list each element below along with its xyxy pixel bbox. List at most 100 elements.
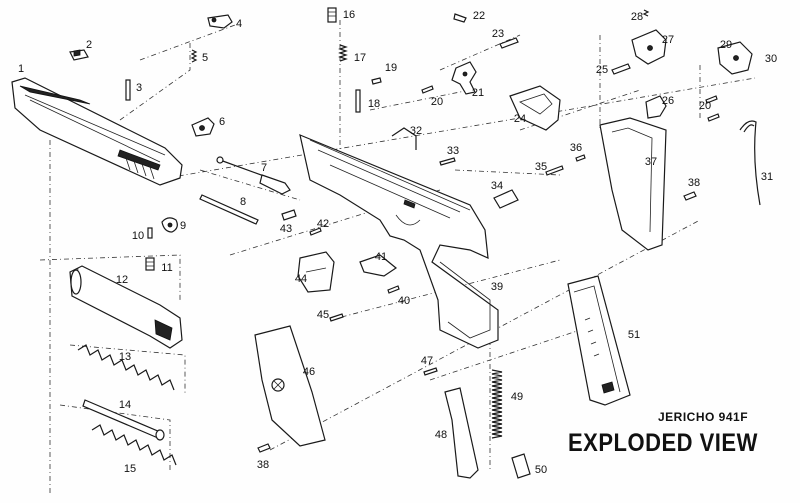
- part-14-guide-rod: [82, 399, 165, 441]
- part-7-firing-pin: [216, 156, 291, 195]
- part-label-47: 47: [420, 355, 434, 367]
- part-8-rod: [199, 194, 259, 225]
- part-19: [371, 77, 382, 85]
- part-25-pin: [611, 63, 631, 75]
- part-4: [207, 14, 233, 29]
- part-label-6: 6: [218, 116, 226, 128]
- part-31-spring: [739, 120, 761, 206]
- part-label-12: 12: [115, 274, 129, 286]
- part-44-trigger: [297, 251, 335, 293]
- part-label-35: 35: [534, 161, 548, 173]
- part-18-pin: [355, 89, 361, 113]
- part-label-4: 4: [235, 18, 243, 30]
- part-label-27: 27: [661, 34, 675, 46]
- part-label-13: 13: [118, 351, 132, 363]
- part-label-38b: 38: [256, 459, 270, 471]
- part-label-49: 49: [510, 391, 524, 403]
- part-label-15: 15: [123, 463, 137, 475]
- part-33: [439, 157, 456, 166]
- part-36: [575, 154, 586, 162]
- part-50: [511, 453, 531, 479]
- part-2-rear-sight: [69, 49, 89, 61]
- part-51-magazine: [567, 275, 631, 406]
- part-label-40: 40: [397, 295, 411, 307]
- part-label-16: 16: [342, 9, 356, 21]
- part-1-slide: [11, 77, 183, 186]
- part-label-36: 36: [569, 142, 583, 154]
- part-label-51: 51: [627, 329, 641, 341]
- part-23-pin: [499, 37, 519, 49]
- part-label-38a: 38: [687, 177, 701, 189]
- frame-assembly: [299, 134, 499, 349]
- part-label-46: 46: [302, 366, 316, 378]
- part-label-3: 3: [135, 82, 143, 94]
- small-pins: [281, 209, 438, 376]
- part-label-14: 14: [118, 399, 132, 411]
- part-29-30: [717, 41, 753, 75]
- part-label-25: 25: [595, 64, 609, 76]
- part-10-pin: [147, 227, 153, 239]
- part-38-screws: [257, 191, 697, 453]
- part-label-10: 10: [131, 230, 145, 242]
- part-21-hammer: [451, 61, 477, 95]
- part-9: [161, 217, 178, 233]
- part-label-31: 31: [760, 171, 774, 183]
- part-label-28: 28: [630, 11, 644, 23]
- part-label-20a: 20: [430, 96, 444, 108]
- part-label-5: 5: [201, 52, 209, 64]
- part-49-spring: [491, 369, 503, 439]
- part-label-29: 29: [719, 39, 733, 51]
- part-label-33: 33: [446, 145, 460, 157]
- part-label-23: 23: [491, 28, 505, 40]
- part-28: [642, 9, 650, 17]
- part-label-21: 21: [471, 87, 485, 99]
- part-label-2: 2: [85, 39, 93, 51]
- part-15-spring: [91, 424, 177, 466]
- part-35: [545, 165, 564, 176]
- part-34: [493, 189, 519, 209]
- model-caption: JERICHO 941F: [658, 410, 749, 424]
- part-48: [444, 387, 479, 479]
- part-16: [327, 7, 337, 23]
- part-22: [453, 13, 467, 23]
- part-label-20b: 20: [698, 100, 712, 112]
- part-label-9: 9: [179, 220, 187, 232]
- part-label-1: 1: [17, 63, 25, 75]
- part-label-8: 8: [239, 196, 247, 208]
- part-27: [631, 29, 667, 65]
- part-13-recoil-spring: [77, 344, 175, 391]
- part-41: [359, 254, 398, 277]
- part-label-41: 41: [374, 251, 388, 263]
- part-label-34: 34: [490, 180, 504, 192]
- part-label-37: 37: [644, 156, 658, 168]
- part-label-48: 48: [434, 429, 448, 441]
- part-6: [191, 117, 215, 137]
- part-20-pins: [421, 85, 720, 122]
- part-32: [391, 127, 417, 150]
- part-label-30: 30: [764, 53, 778, 65]
- part-37-right-grip: [599, 117, 667, 251]
- part-label-43: 43: [279, 223, 293, 235]
- part-label-17: 17: [353, 52, 367, 64]
- part-label-26: 26: [661, 95, 675, 107]
- part-label-39: 39: [490, 281, 504, 293]
- part-label-44: 44: [294, 273, 308, 285]
- part-label-24: 24: [513, 113, 527, 125]
- part-26: [645, 95, 667, 119]
- part-label-19: 19: [384, 62, 398, 74]
- part-11: [145, 257, 155, 271]
- part-46-left-grip: [254, 325, 326, 447]
- part-label-18: 18: [367, 98, 381, 110]
- part-label-42: 42: [316, 218, 330, 230]
- part-label-45: 45: [316, 309, 330, 321]
- part-5-spring: [190, 49, 198, 63]
- part-label-11: 11: [161, 262, 173, 274]
- part-label-50: 50: [534, 464, 548, 476]
- part-24: [509, 85, 561, 131]
- part-label-22: 22: [472, 10, 486, 22]
- part-17-spring: [338, 44, 348, 62]
- part-12-barrel: [69, 265, 183, 349]
- part-label-7: 7: [260, 162, 268, 174]
